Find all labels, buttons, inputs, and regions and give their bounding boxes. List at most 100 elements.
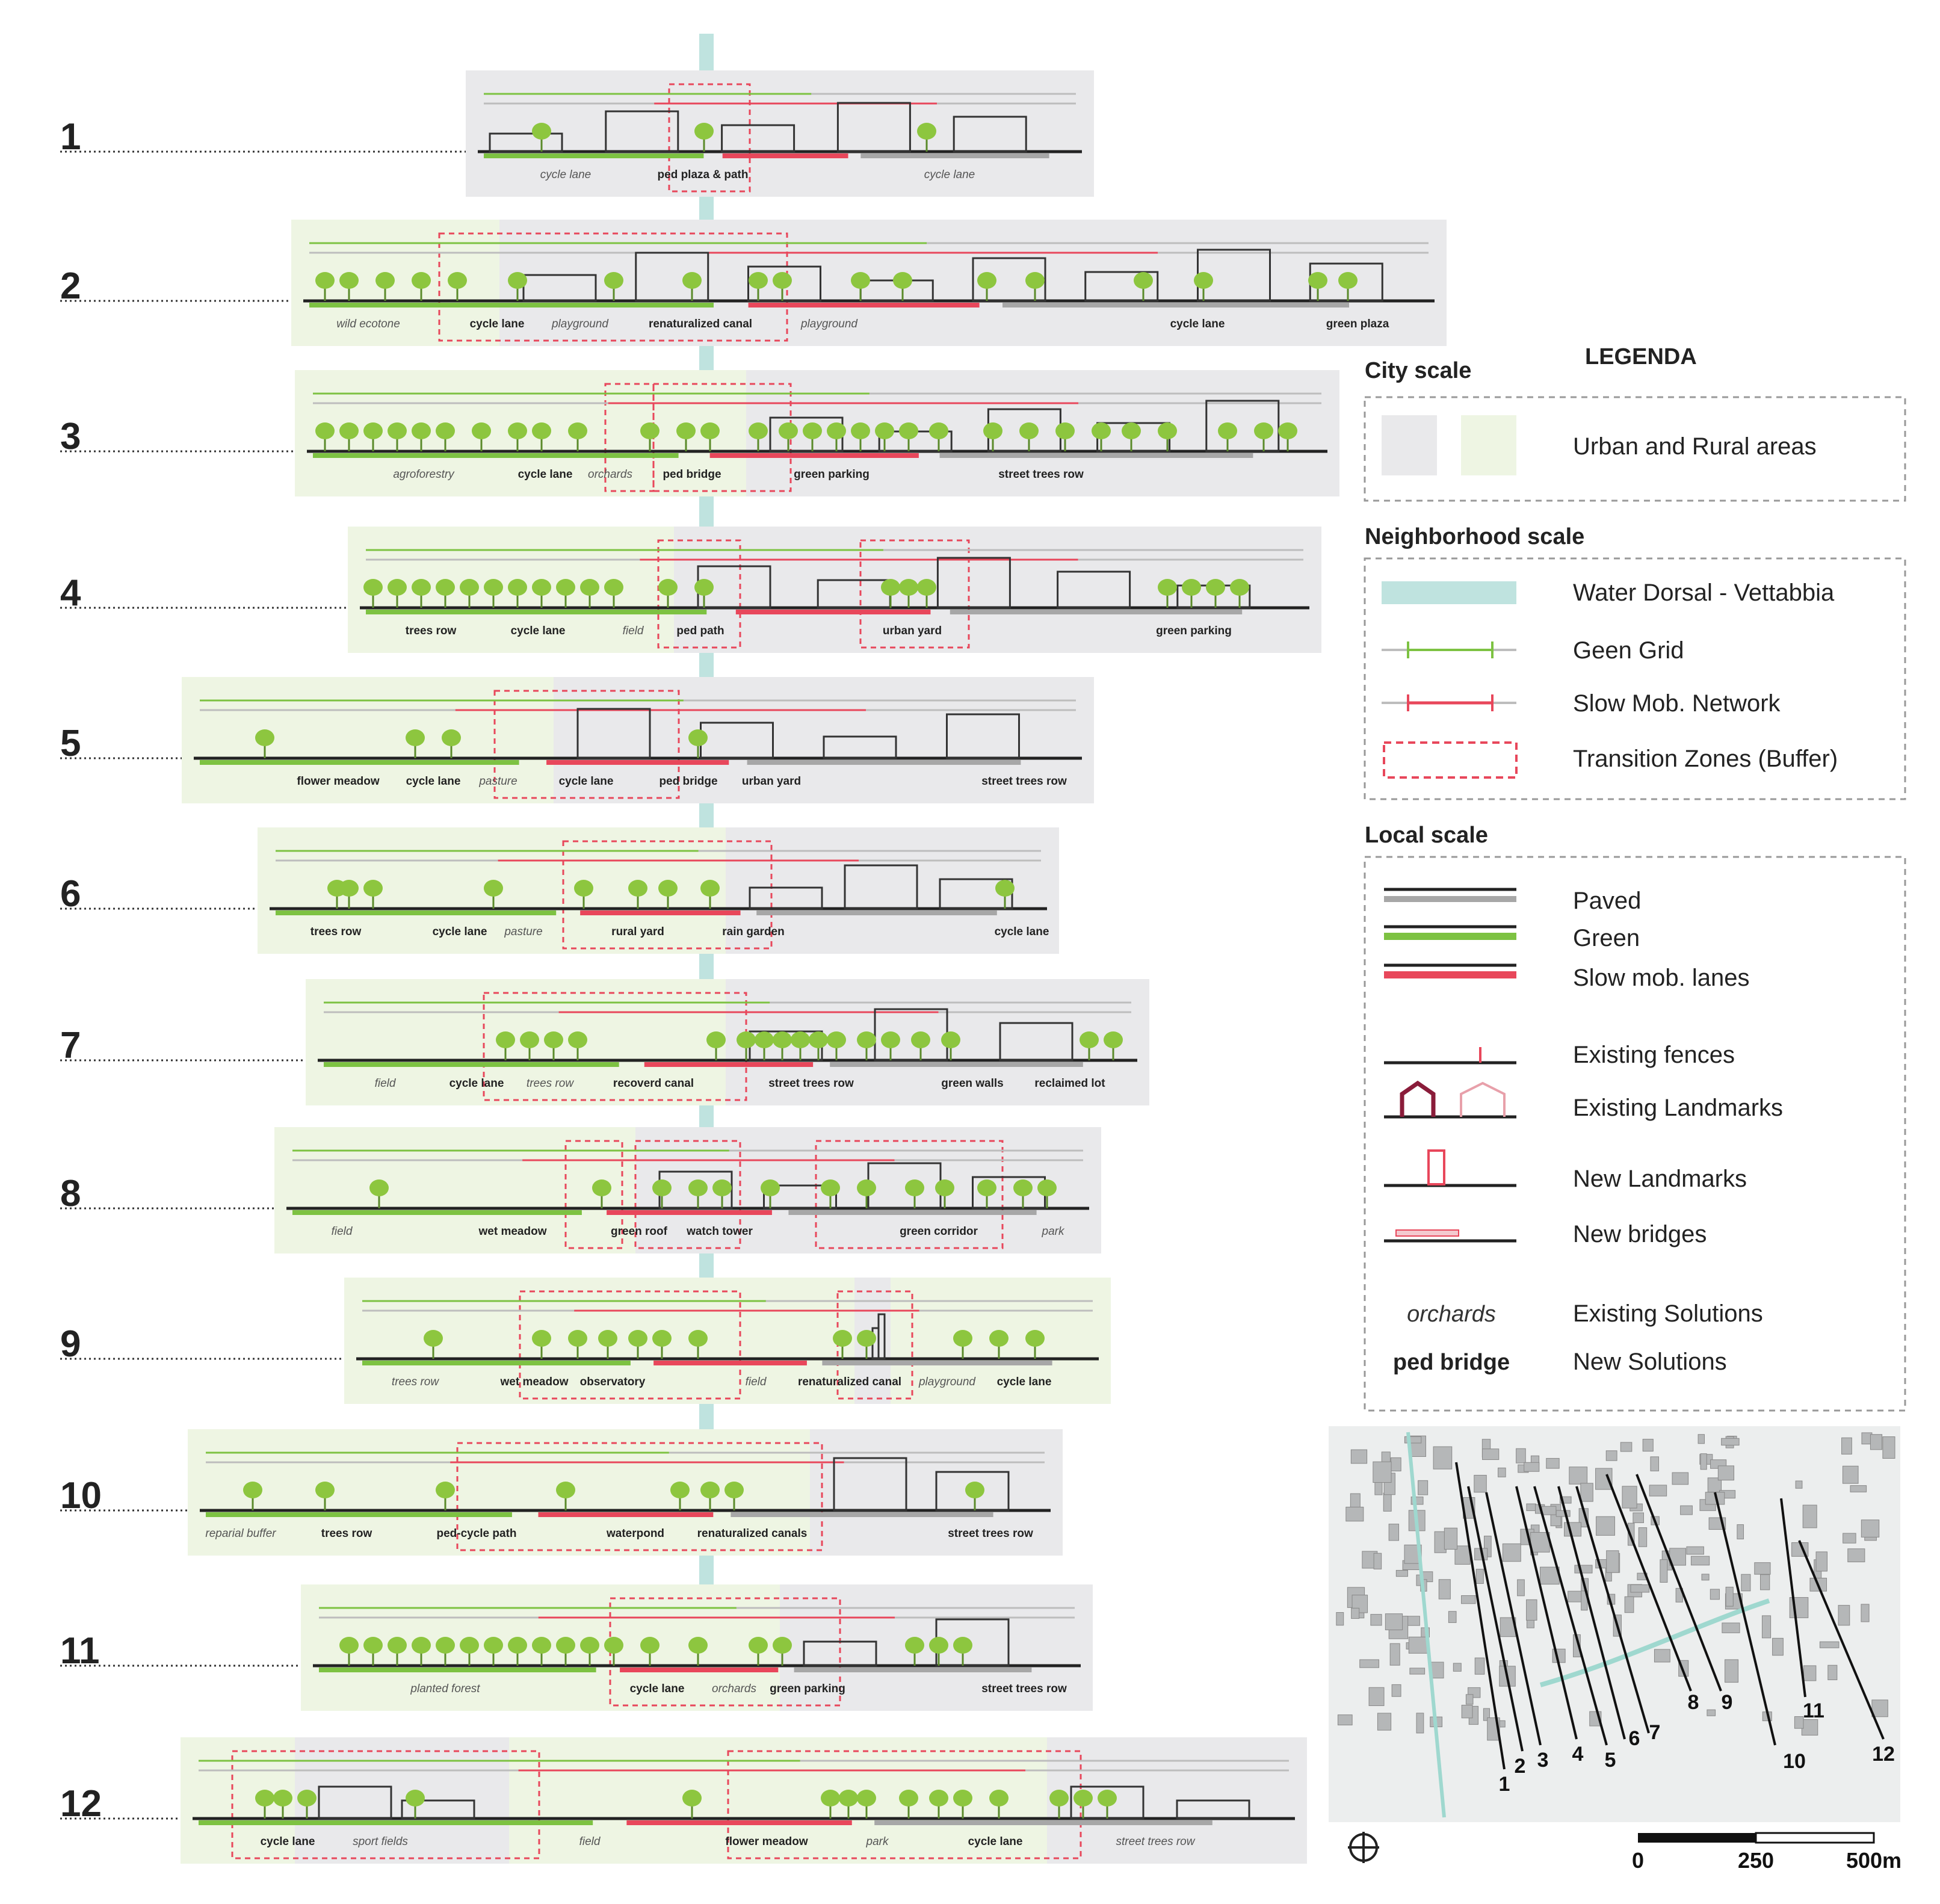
tree xyxy=(821,1179,840,1196)
map-section-line xyxy=(1467,1486,1524,1752)
tree xyxy=(339,880,359,897)
tree xyxy=(682,1790,702,1807)
tree xyxy=(1308,272,1327,289)
tree xyxy=(965,1482,984,1498)
map-section-line xyxy=(1605,1474,1692,1692)
green-surface xyxy=(484,153,704,158)
tree xyxy=(556,579,575,596)
paved-surface xyxy=(860,153,1049,158)
tree xyxy=(827,1031,846,1048)
tree xyxy=(460,579,479,596)
tree xyxy=(1194,272,1213,289)
map-building xyxy=(1700,1453,1707,1470)
tree xyxy=(1098,1790,1117,1807)
paved-surface xyxy=(874,1820,1212,1825)
tree xyxy=(339,422,359,439)
map-building xyxy=(1707,1709,1716,1716)
map-building xyxy=(1574,1565,1593,1574)
tree xyxy=(688,1179,708,1196)
map-building xyxy=(1580,1483,1593,1502)
map-building xyxy=(1690,1556,1710,1566)
green-surface-swatch xyxy=(1384,925,1516,940)
tree xyxy=(676,422,696,439)
section-label: trees row xyxy=(310,926,362,938)
map-building xyxy=(1722,1622,1740,1633)
map-building xyxy=(1461,1595,1476,1604)
slow-lane-surface xyxy=(580,910,741,915)
map-building xyxy=(1633,1512,1644,1523)
section-label: cycle lane xyxy=(511,625,566,637)
tree xyxy=(532,123,551,140)
map-building xyxy=(1408,1636,1428,1654)
map-building xyxy=(1336,1612,1344,1626)
map-section-line xyxy=(1636,1474,1722,1692)
tree xyxy=(700,1482,720,1498)
tree xyxy=(442,729,461,746)
tree xyxy=(1037,1179,1057,1196)
map-building xyxy=(1373,1461,1392,1483)
legend-heading-local-scale: Local scale xyxy=(1365,823,1488,848)
legend-paved-label: Paved xyxy=(1573,888,1641,914)
tree xyxy=(1073,1790,1093,1807)
tree xyxy=(989,1790,1009,1807)
section-label: ped bridge xyxy=(659,775,717,788)
map-building xyxy=(1546,1457,1560,1469)
map-section-marker: 11 xyxy=(1803,1699,1824,1722)
map-building xyxy=(1391,1684,1401,1697)
section-label: wild ecotone xyxy=(336,318,400,330)
map-building xyxy=(1741,1574,1751,1592)
map-building xyxy=(1539,1566,1560,1585)
tree xyxy=(1158,579,1177,596)
map-building xyxy=(1359,1659,1380,1668)
map-building xyxy=(1650,1456,1660,1471)
green-surface xyxy=(276,910,557,915)
zone-panel xyxy=(182,677,554,803)
slow-lane-surface xyxy=(748,303,980,308)
map-building xyxy=(1669,1548,1686,1566)
building xyxy=(972,257,1046,302)
legend-title: LEGENDA xyxy=(1585,344,1697,369)
map-building xyxy=(1474,1474,1487,1493)
map-building xyxy=(1725,1659,1739,1683)
map-building xyxy=(1444,1527,1458,1550)
tree xyxy=(737,1031,756,1048)
tree xyxy=(532,1330,551,1347)
tree xyxy=(682,272,702,289)
tree xyxy=(436,579,455,596)
section-label: cycle lane xyxy=(540,168,592,181)
tree xyxy=(851,272,870,289)
tree xyxy=(773,272,792,289)
paved-swatch xyxy=(1384,888,1516,902)
map-section-marker: 4 xyxy=(1572,1743,1584,1766)
section-label: street trees row xyxy=(1116,1835,1196,1848)
section-label: urban yard xyxy=(883,625,942,637)
map-building xyxy=(1624,1596,1634,1613)
building xyxy=(635,252,709,302)
building xyxy=(1084,271,1159,302)
legend-slow-mob-label: Slow Mob. Network xyxy=(1573,690,1781,717)
map-building xyxy=(1705,1492,1725,1505)
paved-surface xyxy=(756,910,997,915)
paved-surface xyxy=(747,760,1021,765)
tree xyxy=(1278,422,1297,439)
map-section-marker: 8 xyxy=(1688,1691,1699,1714)
paved-surface xyxy=(1002,303,1349,308)
green-surface xyxy=(199,1820,593,1825)
tree xyxy=(917,579,936,596)
tree xyxy=(989,1330,1009,1347)
map-building xyxy=(1368,1687,1385,1706)
tree xyxy=(640,1637,660,1654)
map-building xyxy=(1461,1705,1473,1719)
section-label: street trees row xyxy=(948,1527,1033,1540)
section-label: trees row xyxy=(392,1376,439,1388)
building xyxy=(939,878,1013,910)
section-label: orchards xyxy=(712,1683,756,1695)
legend-fences-label: Existing fences xyxy=(1573,1042,1735,1068)
map-building xyxy=(1754,1562,1771,1575)
map-building xyxy=(1381,1451,1391,1464)
new-landmark-swatch xyxy=(1384,1149,1516,1187)
paved-surface xyxy=(939,453,1253,458)
